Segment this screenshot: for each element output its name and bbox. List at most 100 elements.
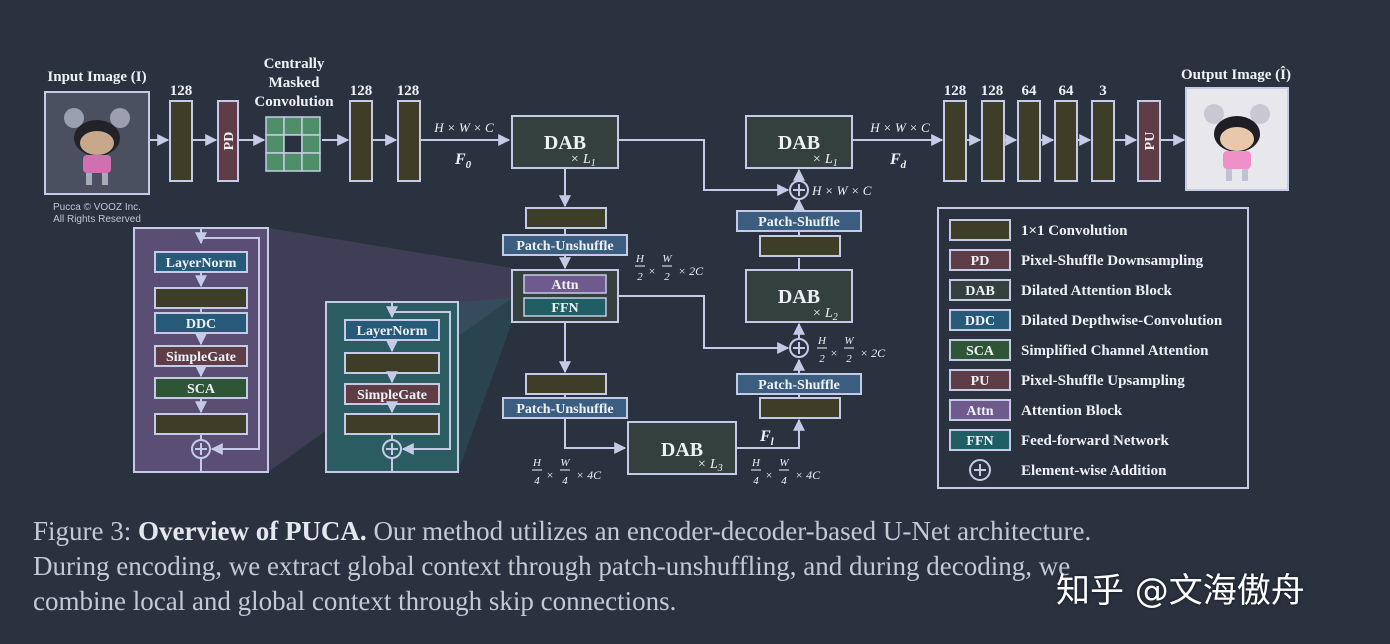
dim-label-quarter-4c-left: H 4 × W 4 × 4C — [532, 457, 602, 487]
dab-label: DAB — [544, 132, 586, 154]
svg-text:W: W — [779, 457, 789, 469]
legend-swatch — [949, 429, 1011, 451]
ddc-label: DDC — [186, 317, 216, 332]
dim-label-hwc: H × W × C — [869, 120, 930, 135]
pu-label: PU — [1143, 132, 1158, 151]
legend-key: DDC — [965, 314, 995, 329]
dab-label: DAB — [778, 132, 820, 154]
element-wise-addition-icon — [191, 439, 211, 459]
flow-arrow — [564, 418, 627, 454]
caption-bold-title: Overview of PUCA. — [138, 516, 367, 546]
svg-text:2: 2 — [637, 271, 643, 283]
legend-label: 1×1 Convolution — [1021, 223, 1128, 239]
residual-arrow — [392, 311, 451, 455]
conv-1x1-block — [1054, 100, 1078, 182]
conv-1x1-block — [344, 413, 440, 435]
legend-swatch — [949, 369, 1011, 391]
conv-1x1-block — [759, 397, 841, 419]
conv-1x1-block — [169, 100, 193, 182]
svg-text:2: 2 — [846, 353, 852, 365]
svg-text:H: H — [817, 335, 827, 347]
legend-swatch — [949, 399, 1011, 421]
svg-text:2: 2 — [664, 271, 670, 283]
legend-label: Pixel-Shuffle Upsampling — [1021, 373, 1185, 389]
sca-label: SCA — [187, 382, 216, 397]
conv-1x1-block — [525, 207, 607, 229]
dim-label-hwc-after: H × W × C — [811, 183, 872, 198]
svg-text:4: 4 — [781, 475, 787, 487]
conv-1x1-block — [981, 100, 1005, 182]
dab-block-level-1 — [511, 115, 619, 169]
element-wise-addition-icon — [789, 180, 809, 200]
dim-label-half-2c-left: H 2 × W 2 × 2C — [635, 253, 704, 283]
legend-key: PD — [971, 254, 990, 269]
conv-1x1-block — [397, 100, 421, 182]
patch-shuffle-label: Patch-Shuffle — [758, 378, 840, 393]
kernel-cell — [265, 152, 285, 172]
legend-item: Element-wise Addition — [969, 459, 1167, 481]
skip-connection-arrow — [618, 139, 790, 196]
kernel-cell — [283, 116, 303, 136]
conv-1x1-block — [525, 373, 607, 395]
image-credit-line-1: Pucca © VOOZ Inc. — [53, 202, 141, 213]
svg-text:×: × — [649, 264, 656, 278]
cmc-title-line-2: Masked — [269, 75, 320, 91]
figure-caption: Figure 3: Overview of PUCA. Our method u… — [33, 514, 1363, 619]
dim-label-quarter-4c-right: H 4 × W 4 × 4C — [751, 457, 821, 487]
channel-label-128: 128 — [981, 83, 1004, 99]
svg-text:W: W — [662, 253, 672, 265]
element-wise-addition-icon — [969, 459, 991, 481]
dab-label: DAB — [778, 286, 820, 308]
element-wise-addition-icon — [789, 338, 809, 358]
conv-1x1-block — [759, 235, 841, 257]
fl-label: Fl — [759, 428, 775, 448]
conv-1x1-block — [344, 352, 440, 374]
dab-multiplier: × L3 — [697, 457, 723, 474]
legend-box — [937, 207, 1249, 489]
svg-text:4: 4 — [562, 475, 568, 487]
kernel-cell — [301, 116, 321, 136]
layernorm-label: LayerNorm — [166, 256, 237, 271]
dab-multiplier: × L1 — [570, 152, 596, 169]
legend-key: DAB — [965, 284, 995, 299]
flow-arrow — [736, 418, 805, 449]
legend-label: Attention Block — [1021, 403, 1123, 419]
attn-block — [523, 274, 607, 294]
dab-multiplier: × L1 — [812, 152, 838, 169]
dab-multiplier: × L2 — [812, 306, 838, 323]
dab-block-level-3 — [627, 421, 737, 475]
cmc-title-line-3: Convolution — [254, 94, 334, 110]
dab-block-level-2-decoder — [745, 269, 853, 323]
svg-text:× 4C: × 4C — [576, 468, 602, 482]
svg-text:2: 2 — [819, 353, 825, 365]
channel-label-128: 128 — [350, 83, 373, 99]
fd-label: Fd — [889, 151, 907, 171]
ffn-block — [523, 297, 607, 317]
watermark: 知乎 @文海傲舟 — [1056, 571, 1305, 611]
legend-swatch — [949, 219, 1011, 241]
patch-unshuffle-label: Patch-Unshuffle — [516, 239, 613, 254]
output-image — [1185, 87, 1289, 191]
channel-label-3: 3 — [1099, 83, 1107, 99]
svg-text:H: H — [635, 253, 645, 265]
caption-line-3: combine local and global context through… — [33, 586, 677, 616]
channel-label-64: 64 — [1022, 83, 1038, 99]
element-wise-addition-icon — [382, 439, 402, 459]
legend-swatch — [949, 339, 1011, 361]
channel-label-128: 128 — [170, 83, 193, 99]
channel-label-128: 128 — [944, 83, 967, 99]
conv-1x1-block — [154, 413, 248, 435]
input-image — [44, 91, 150, 195]
svg-text:×: × — [547, 468, 554, 482]
svg-text:4: 4 — [534, 475, 540, 487]
patch-shuffle-label: Patch-Shuffle — [758, 215, 840, 230]
legend-key: SCA — [966, 344, 995, 359]
dim-label-half-2c-right: H 2 × W 2 × 2C — [817, 335, 886, 365]
dab-block-level-1-decoder — [745, 115, 853, 169]
